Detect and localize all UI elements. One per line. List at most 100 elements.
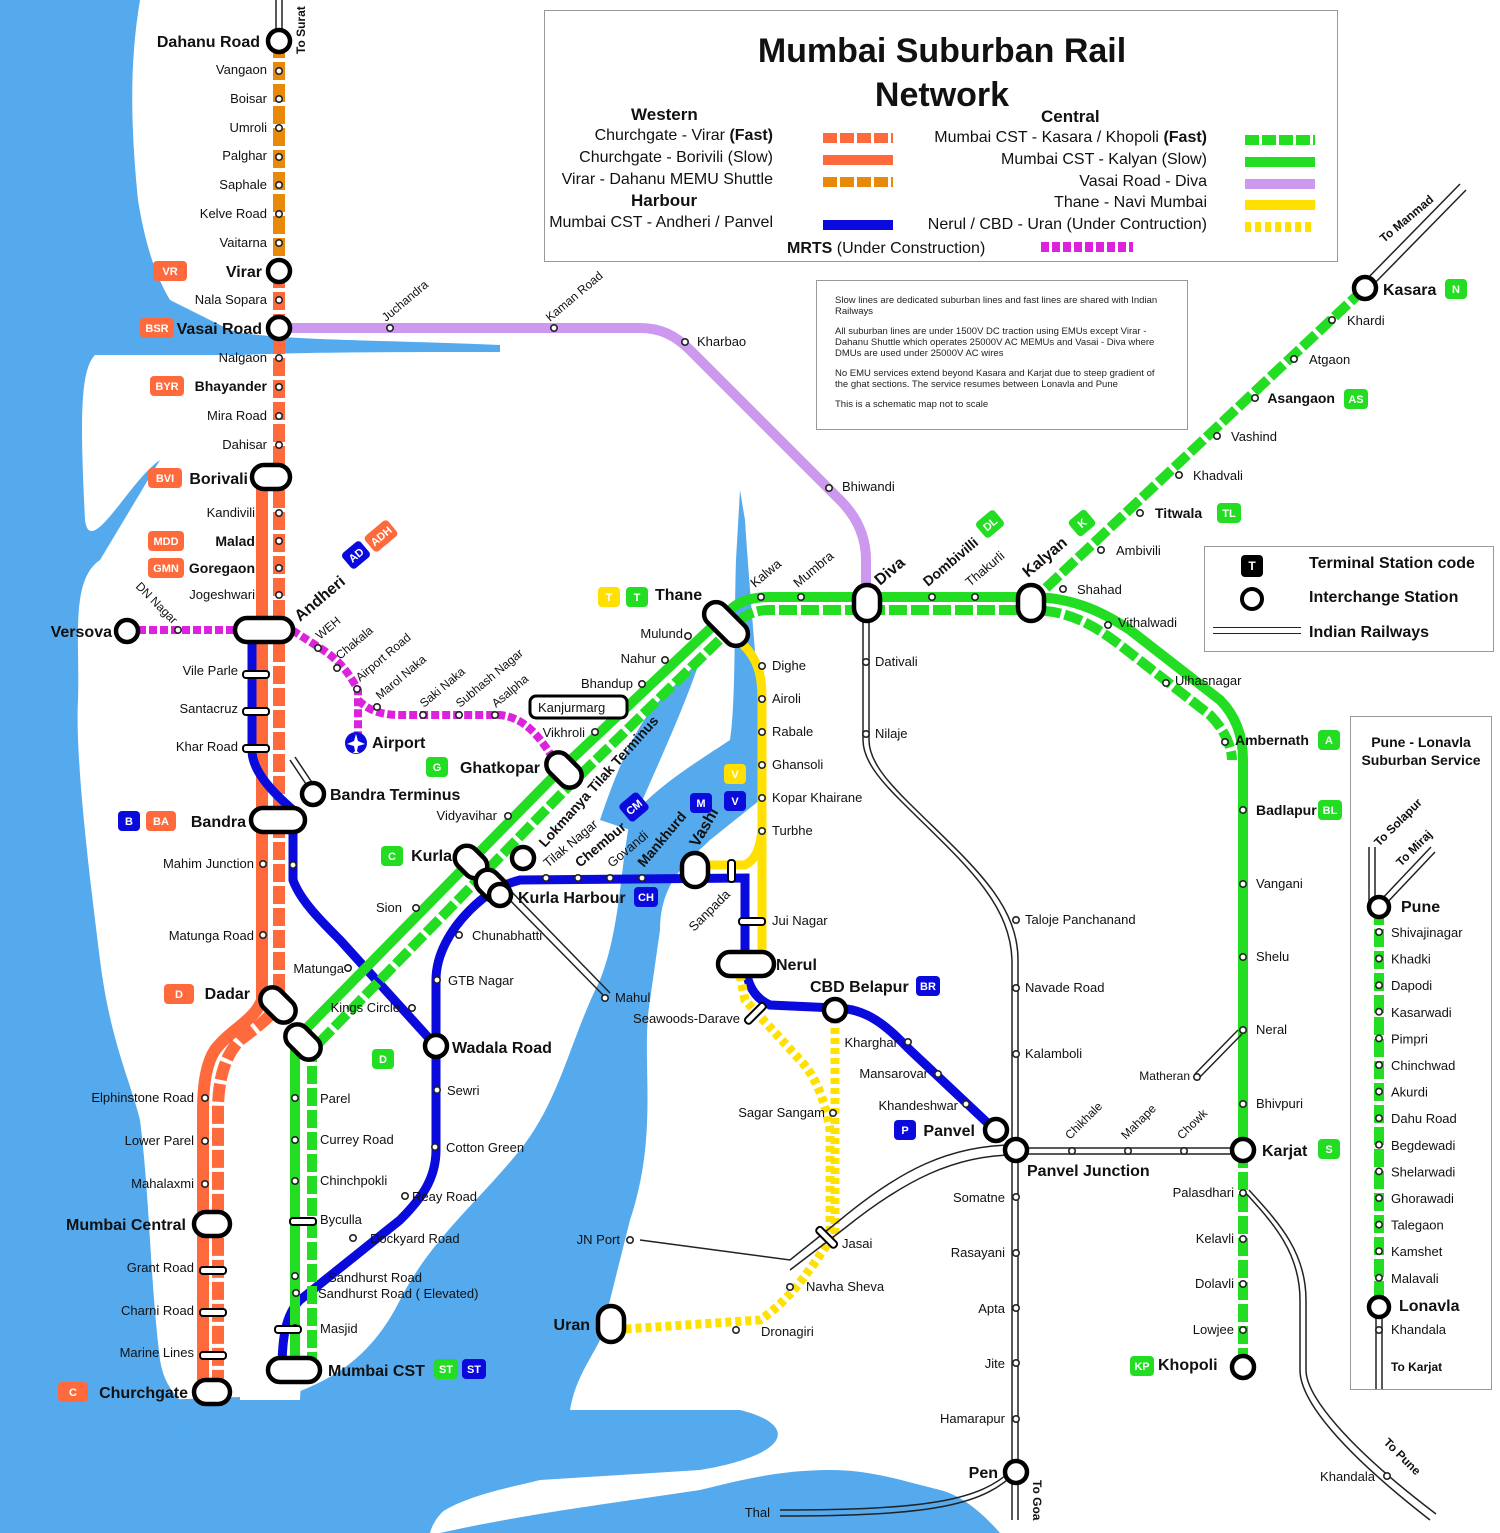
label-mahul: Mahul — [615, 990, 651, 1005]
label-somatne: Somatne — [953, 1190, 1005, 1205]
harbour-line-cst — [277, 1046, 441, 1371]
label-bhayander: Bhayander — [195, 378, 268, 394]
label-nilaje: Nilaje — [875, 726, 908, 741]
label-vashind: Vashind — [1231, 429, 1277, 444]
pune-box-title: Pune - Lonavla Suburban Service — [1361, 734, 1481, 768]
legend-box: Mumbai Suburban Rail Network Western Cen… — [544, 10, 1338, 262]
central-slow-line — [290, 592, 1248, 1370]
interchange-icon — [1240, 587, 1264, 611]
svg-text:ST: ST — [439, 1364, 453, 1376]
indian-railways-lines — [275, 0, 1467, 1521]
label-mahim-junction: Mahim Junction — [163, 856, 254, 871]
svg-text:T: T — [606, 592, 613, 604]
pune-station-label: Shivajinagar — [1391, 925, 1463, 940]
indian-railways-icon — [1213, 627, 1301, 634]
pune-station-label: Kamshet — [1391, 1244, 1443, 1259]
pune-station-label: Ghorawadi — [1391, 1191, 1454, 1206]
label-nahur: Nahur — [621, 651, 657, 666]
pune-station-dot — [1374, 1247, 1383, 1256]
label-bandra-terminus: Bandra Terminus — [330, 787, 461, 804]
label-chinchpokli: Chinchpokli — [320, 1173, 387, 1188]
note-2: All suburban lines are under 1500V DC tr… — [835, 326, 1155, 359]
station-code-badges: VR BSR BYR BVI MDD GMN AD ADH B BA D D C… — [58, 261, 1467, 1402]
label-mumbra: Mumbra — [790, 548, 837, 591]
svg-text:M: M — [696, 798, 705, 810]
vasai-diva-line — [279, 323, 871, 605]
label-dronagiri: Dronagiri — [761, 1324, 814, 1339]
label-sewri: Sewri — [447, 1083, 480, 1098]
pune-station-dot — [1374, 928, 1383, 937]
label-lonavla: Lonavla — [1399, 1298, 1460, 1315]
pune-station-label: Khadki — [1391, 952, 1431, 967]
label-kalwa: Kalwa — [747, 556, 784, 591]
label-kelavli: Kelavli — [1196, 1231, 1234, 1246]
label-kopar-khairane: Kopar Khairane — [772, 790, 862, 805]
label-badlapur: Badlapur — [1256, 802, 1317, 818]
label-kasara: Kasara — [1383, 282, 1436, 299]
pune-station-label: Pimpri — [1391, 1031, 1428, 1046]
svg-text:C: C — [69, 1387, 77, 1399]
label-mumbai-central: Mumbai Central — [66, 1217, 186, 1234]
label-navade-road: Navade Road — [1025, 980, 1105, 995]
central-kasara-line — [1026, 284, 1369, 607]
label-juchandra: Juchandra — [379, 277, 431, 324]
label-charni-road: Charni Road — [121, 1303, 194, 1318]
label-malad: Malad — [215, 533, 255, 549]
label-mahalaxmi: Mahalaxmi — [131, 1176, 194, 1191]
label-shahad: Shahad — [1077, 582, 1122, 597]
legend-row-swatch — [823, 133, 893, 143]
key-terminal-label: Terminal Station code — [1309, 555, 1475, 572]
key-indian-railways-label: Indian Railways — [1309, 624, 1430, 641]
label-to-goa: To Goa — [1030, 1480, 1044, 1521]
label-apta: Apta — [978, 1301, 1006, 1316]
label-airoli: Airoli — [772, 691, 801, 706]
label-andheri: Andheri — [292, 573, 349, 625]
label-jn-port: JN Port — [577, 1232, 621, 1247]
label-vangani: Vangani — [1256, 876, 1303, 891]
label-khardi: Khardi — [1347, 313, 1385, 328]
svg-text:BL: BL — [1323, 805, 1338, 817]
label-thane: Thane — [655, 587, 702, 604]
legend-row-swatch — [1245, 135, 1315, 145]
label-kelve-road: Kelve Road — [200, 206, 267, 221]
legend-western-heading: Western — [631, 105, 698, 124]
label-ambernath: Ambernath — [1235, 732, 1309, 748]
label-pune: Pune — [1401, 899, 1440, 916]
pune-station-label: Chinchwad — [1391, 1058, 1455, 1073]
label-mansarovar: Mansarovar — [859, 1066, 928, 1081]
label-lowjee: Lowjee — [1193, 1322, 1234, 1337]
label-kalamboli: Kalamboli — [1025, 1046, 1082, 1061]
label-ambivili: Ambivili — [1116, 543, 1161, 558]
pune-station-dot — [1374, 1114, 1383, 1123]
key-interchange-label: Interchange Station — [1309, 589, 1459, 606]
key-box: T Terminal Station code Interchange Stat… — [1204, 546, 1494, 652]
svg-text:BYR: BYR — [155, 381, 178, 393]
pune-station-label: Kasarwadi — [1391, 1005, 1452, 1020]
terminal-code-icon: T — [1241, 555, 1263, 577]
label-to-pune: To Pune — [1381, 1435, 1424, 1478]
label-mulund: Mulund — [640, 626, 683, 641]
legend-row-label: Thane - Navi Mumbai — [1054, 194, 1207, 211]
label-ghatkopar: Ghatkopar — [460, 760, 540, 777]
label-matunga-road: Matunga Road — [169, 928, 254, 943]
label-marine-lines: Marine Lines — [120, 1345, 195, 1360]
label-vaitarna: Vaitarna — [220, 235, 268, 250]
label-chowk: Chowk — [1174, 1106, 1211, 1143]
legend-mrts-swatch — [1041, 242, 1133, 252]
label-rabale: Rabale — [772, 724, 813, 739]
label-khopoli: Khopoli — [1158, 1357, 1218, 1374]
legend-row-swatch — [823, 177, 893, 187]
pune-station-dot — [1374, 1193, 1383, 1202]
label-khandala-south: Khandala — [1320, 1469, 1376, 1484]
notes-box: Slow lines are dedicated suburban lines … — [816, 280, 1188, 430]
label-dighe: Dighe — [772, 658, 806, 673]
label-sandhurst-road-elevated: Sandhurst Road ( Elevated) — [318, 1286, 478, 1301]
svg-text:BA: BA — [153, 816, 169, 828]
label-jasai: Jasai — [842, 1236, 872, 1251]
label-ghansoli: Ghansoli — [772, 757, 823, 772]
label-jui-nagar: Jui Nagar — [772, 913, 828, 928]
pune-lonavla-box: Pune - Lonavla Suburban Service Shivajin… — [1350, 716, 1492, 1390]
label-kharbao: Kharbao — [697, 334, 746, 349]
svg-text:BR: BR — [920, 981, 936, 993]
label-cbd-belapur: CBD Belapur — [810, 979, 909, 996]
